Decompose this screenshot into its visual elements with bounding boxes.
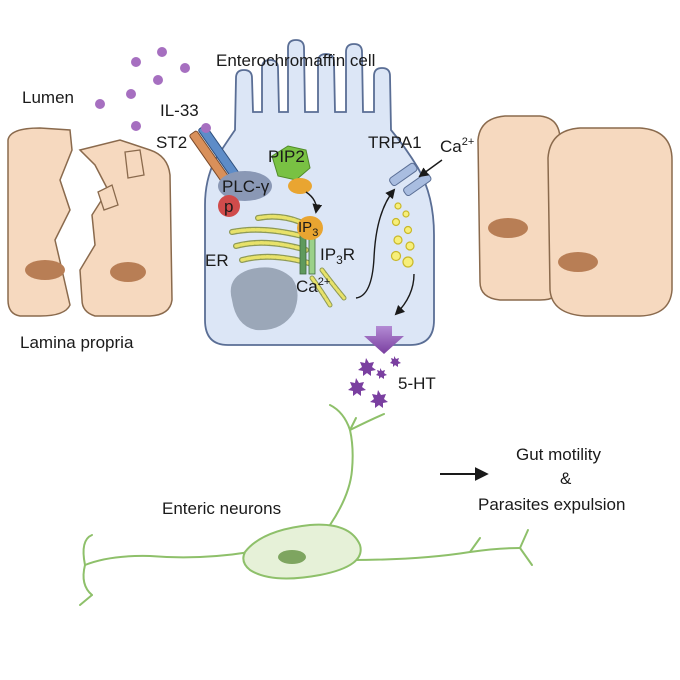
left-cell-fragment-b: [124, 149, 145, 179]
phosphate-label: p: [224, 197, 233, 216]
serotonin-label: 5-HT: [398, 374, 436, 393]
release-arrow-icon: [364, 326, 404, 354]
lamina-propria-label: Lamina propria: [20, 333, 134, 352]
cell-title: Enterochromaffin cell: [216, 51, 375, 70]
calcium-label: Ca2+: [296, 276, 330, 296]
left-cell-fragment-a: [97, 184, 119, 211]
external-calcium-label: Ca2+: [440, 136, 474, 156]
left-nucleus-2: [110, 262, 146, 282]
left-epithelium: [7, 127, 173, 317]
enteric-neuron: [79, 404, 533, 606]
pip2-to-ip3-arrow: [305, 191, 323, 214]
trpa1-channel: [389, 162, 432, 197]
calcium-to-trpa1-arrow: [355, 188, 396, 299]
trpa1-label: TRPA1: [368, 133, 422, 152]
right-epithelium: [477, 115, 673, 317]
lumen-label: Lumen: [22, 88, 74, 107]
pip2-molecule: [271, 145, 311, 181]
enteric-neuron-nucleus: [278, 550, 306, 564]
right-epithelial-cell-2: [547, 127, 673, 317]
left-nucleus-1: [25, 260, 65, 280]
serotonin-molecules: [348, 356, 401, 408]
left-epithelial-cell-inner: [78, 139, 173, 317]
right-nucleus-1: [488, 218, 528, 238]
enteric-neurons-label: Enteric neurons: [162, 499, 281, 518]
ip3-molecule: [297, 216, 323, 240]
plc-label: PLC-γ: [222, 177, 270, 196]
er-label: ER: [205, 251, 229, 270]
left-epithelial-cell-outer: [7, 127, 73, 317]
outcome-ampersand: &: [560, 469, 572, 488]
right-nucleus-2: [558, 252, 598, 272]
outcome-parasites-expulsion: Parasites expulsion: [478, 495, 625, 514]
pip2-label: PIP2: [268, 147, 305, 166]
st2-label: ST2: [156, 133, 187, 152]
vesicle-release-arrow: [394, 273, 415, 316]
ec-cell-nucleus: [230, 267, 298, 331]
ip3r-label: IP3R: [320, 245, 355, 267]
endoplasmic-reticulum: [229, 213, 347, 308]
phosphate-marker: [218, 195, 240, 217]
serotonin-vesicles: [390, 202, 415, 268]
ip3-label: IP3: [298, 219, 318, 239]
calcium-influx-arrow: [418, 159, 443, 178]
outcome-gut-motility: Gut motility: [516, 445, 602, 464]
enteric-neuron-soma: [242, 523, 362, 580]
il33-ligands: [95, 47, 190, 131]
plc-gamma-enzyme: [218, 171, 272, 201]
pip2-head: [288, 178, 312, 194]
il33-label: IL-33: [160, 101, 199, 120]
